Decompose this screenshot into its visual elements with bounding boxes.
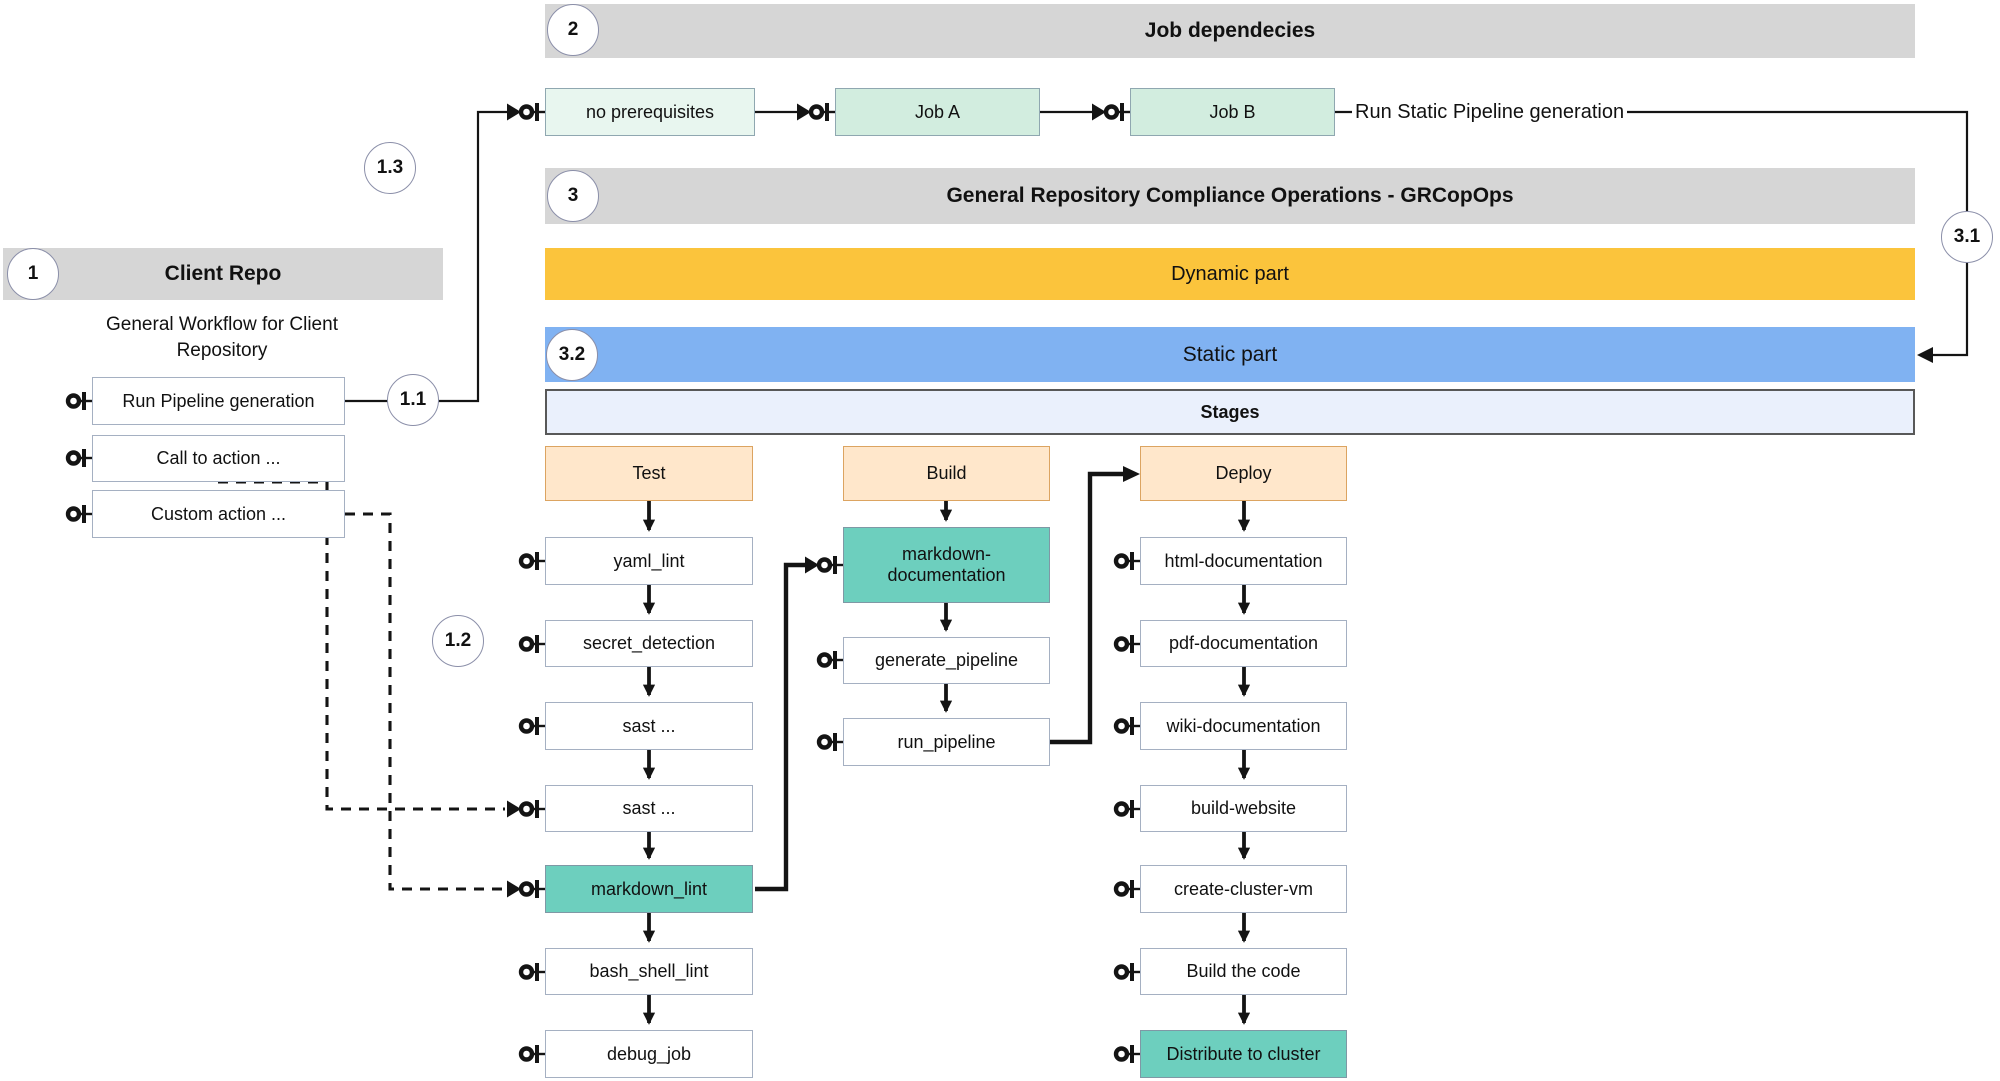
job-build-website[interactable]: build-website xyxy=(1140,785,1347,832)
job-markdown-documentation[interactable]: markdown-documentation xyxy=(843,527,1050,603)
job-label: build-website xyxy=(1190,798,1297,819)
badge-1-2: 1.2 xyxy=(432,615,484,667)
job-sast-1[interactable]: sast ... xyxy=(545,702,753,750)
job-generate-pipeline[interactable]: generate_pipeline xyxy=(843,637,1050,684)
job-label: sast ... xyxy=(622,798,676,819)
job-label: Build the code xyxy=(1186,961,1301,982)
client-repo-subtitle: General Workflow for Client Repository xyxy=(106,314,338,361)
grcopops-title: General Repository Compliance Operations… xyxy=(946,184,1514,207)
client-repo-header: Client Repo xyxy=(3,248,443,300)
job-dependencies-header: Job dependecies xyxy=(545,4,1915,58)
job-label: secret_detection xyxy=(582,633,716,654)
edge-label-run-static-pipeline-generation: Run Static Pipeline generation xyxy=(1352,98,1628,126)
job-run-pipeline[interactable]: run_pipeline xyxy=(843,718,1050,766)
job-wiki-documentation[interactable]: wiki-documentation xyxy=(1140,702,1347,750)
stages-label: Stages xyxy=(1200,401,1260,422)
stage-header-build[interactable]: Build xyxy=(843,446,1050,501)
node-label: no prerequisites xyxy=(585,101,715,122)
job-label: markdown-documentation xyxy=(887,544,1006,585)
edge-markdown-lint-to-markdown-documentation xyxy=(755,562,805,892)
stage-name: Test xyxy=(632,463,666,484)
badge-3-2: 3.2 xyxy=(546,329,598,381)
job-html-documentation[interactable]: html-documentation xyxy=(1140,537,1347,585)
job-label: yaml_lint xyxy=(613,550,685,571)
job-label: html-documentation xyxy=(1164,550,1323,571)
job-label: markdown_lint xyxy=(590,878,708,899)
job-markdown-lint[interactable]: markdown_lint xyxy=(545,865,753,913)
action-label: Call to action ... xyxy=(156,448,281,469)
stage-name: Deploy xyxy=(1215,463,1272,484)
node-job-b[interactable]: Job B xyxy=(1130,88,1335,136)
job-label: pdf-documentation xyxy=(1168,633,1319,654)
job-secret-detection[interactable]: secret_detection xyxy=(545,620,753,667)
job-dependencies-title: Job dependecies xyxy=(1144,19,1316,42)
job-label: run_pipeline xyxy=(897,731,996,752)
dashed-edges-client-actions xyxy=(218,480,505,891)
action-label: Custom action ... xyxy=(150,503,287,524)
node-job-a[interactable]: Job A xyxy=(835,88,1040,136)
job-label: wiki-documentation xyxy=(1166,715,1321,736)
arrowhead-into-static-part xyxy=(1917,347,1933,363)
job-label: bash_shell_lint xyxy=(589,961,709,982)
job-build-the-code[interactable]: Build the code xyxy=(1140,948,1347,995)
arrowhead-into-deploy xyxy=(1123,466,1140,482)
action-call-to-action[interactable]: Call to action ... xyxy=(92,435,345,482)
job-distribute-to-cluster[interactable]: Distribute to cluster xyxy=(1140,1030,1347,1078)
stage-header-deploy[interactable]: Deploy xyxy=(1140,446,1347,501)
job-create-cluster-vm[interactable]: create-cluster-vm xyxy=(1140,865,1347,913)
badge-1-3: 1.3 xyxy=(364,142,416,194)
badge-3: 3 xyxy=(547,170,599,222)
stages-bar: Stages xyxy=(545,389,1915,435)
job-label: Distribute to cluster xyxy=(1166,1043,1321,1064)
job-yaml-lint[interactable]: yaml_lint xyxy=(545,537,753,585)
action-custom-action[interactable]: Custom action ... xyxy=(92,490,345,538)
node-no-prerequisites[interactable]: no prerequisites xyxy=(545,88,755,136)
badge-2: 2 xyxy=(547,4,599,56)
job-label: debug_job xyxy=(606,1043,692,1064)
grcopops-header: General Repository Compliance Operations… xyxy=(545,168,1915,224)
static-part-bar: Static part xyxy=(545,327,1915,382)
job-label: create-cluster-vm xyxy=(1173,878,1314,899)
static-part-label: Static part xyxy=(1182,342,1278,366)
edge-run-pipeline-to-deploy xyxy=(1050,471,1123,745)
dynamic-part-bar: Dynamic part xyxy=(545,248,1915,300)
job-pdf-documentation[interactable]: pdf-documentation xyxy=(1140,620,1347,667)
job-label: generate_pipeline xyxy=(874,650,1019,671)
action-run-pipeline-generation[interactable]: Run Pipeline generation xyxy=(92,377,345,425)
node-label: Job A xyxy=(914,101,961,122)
badge-3-1: 3.1 xyxy=(1941,211,1993,263)
job-debug-job[interactable]: debug_job xyxy=(545,1030,753,1078)
job-label: sast ... xyxy=(622,715,676,736)
job-sast-2[interactable]: sast ... xyxy=(545,785,753,832)
badge-1-1: 1.1 xyxy=(387,374,439,426)
client-repo-title: Client Repo xyxy=(164,262,282,285)
badge-1: 1 xyxy=(7,248,59,300)
job-bash-shell-lint[interactable]: bash_shell_lint xyxy=(545,948,753,995)
stage-header-test[interactable]: Test xyxy=(545,446,753,501)
stage-down-arrows xyxy=(642,501,1251,1025)
stage-name: Build xyxy=(926,463,967,484)
node-label: Job B xyxy=(1209,101,1256,122)
action-label: Run Pipeline generation xyxy=(122,390,315,411)
dynamic-part-label: Dynamic part xyxy=(1171,262,1289,285)
